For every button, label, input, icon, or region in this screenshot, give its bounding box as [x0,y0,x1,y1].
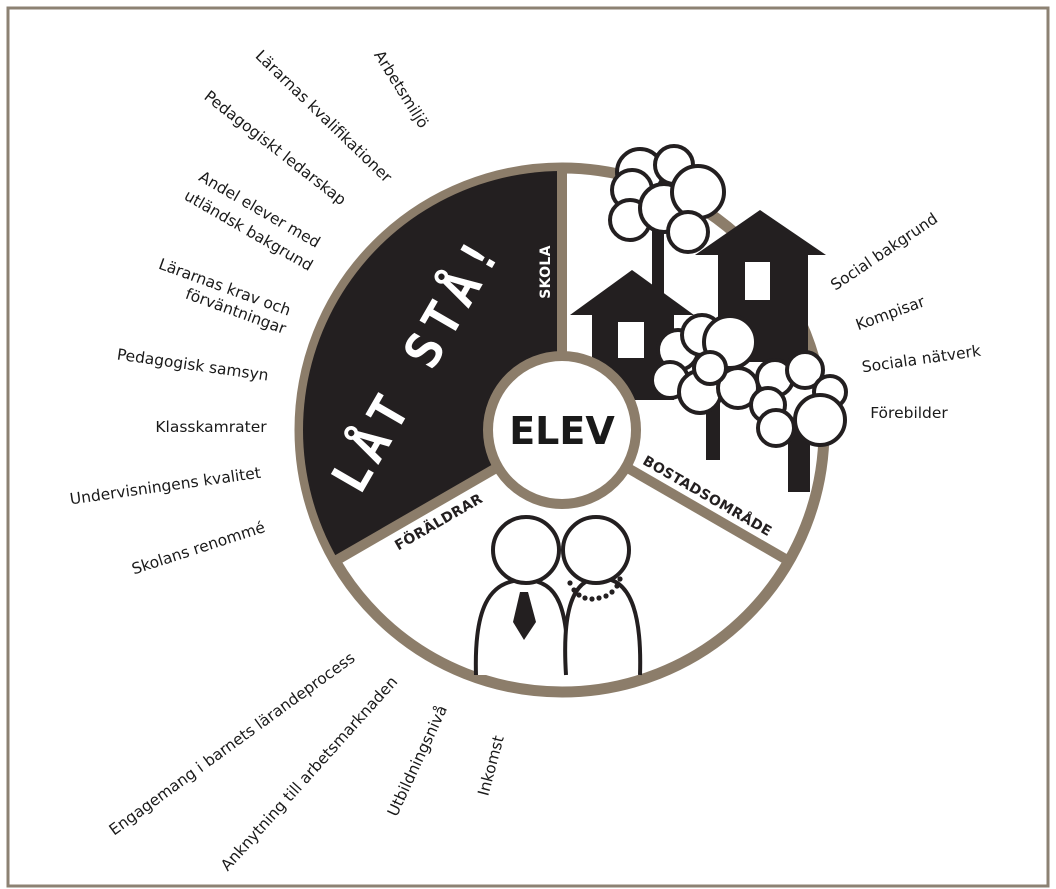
factor-forebilder: Förebilder [870,404,948,422]
houses-icon [570,210,826,400]
center-label: ELEV [509,409,615,453]
trees-icon [608,144,848,492]
factor-klasskamrater: Klasskamrater [155,418,267,436]
pearl-necklace-icon [567,576,623,602]
tie-icon [513,592,536,640]
parents-icon [473,515,643,676]
center-circle [483,351,641,509]
segment-label-skola: SKOLA [538,245,554,298]
